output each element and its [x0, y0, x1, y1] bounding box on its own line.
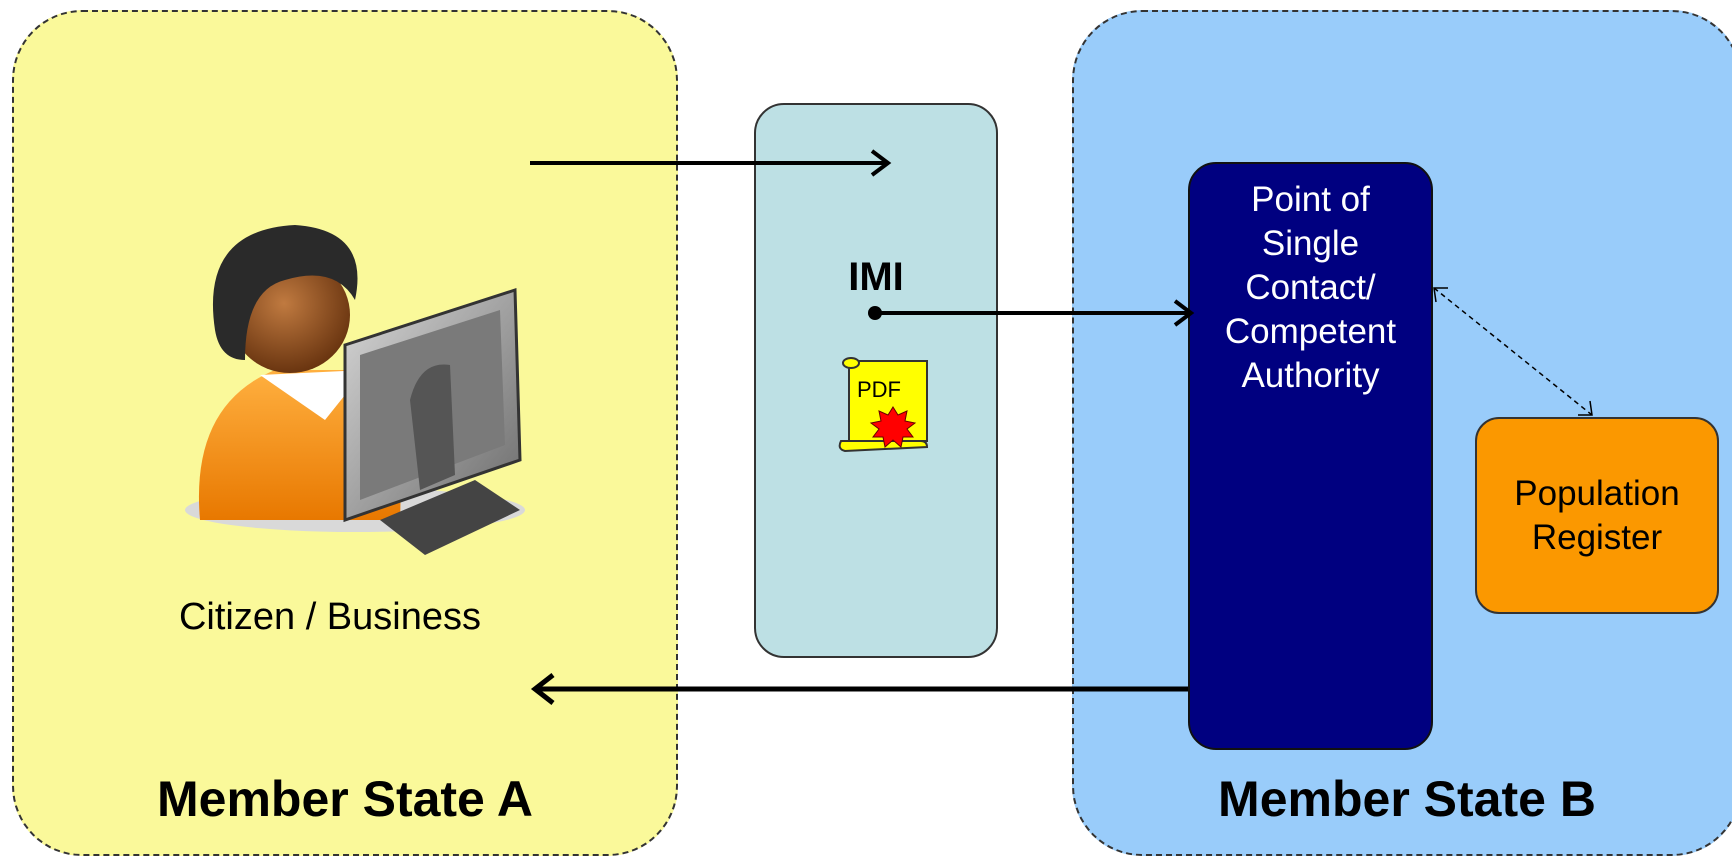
point-of-single-contact-box: Point of Single Contact/ Competent Autho…	[1188, 162, 1433, 750]
member-state-b-title: Member State B	[1218, 771, 1596, 827]
psc-line-2: Single	[1261, 224, 1360, 263]
dashed-link-head-psc	[1433, 287, 1448, 303]
psc-line-5: Authority	[1241, 356, 1380, 395]
population-register-line-2: Register	[1531, 517, 1663, 557]
population-register-box: Population Register	[1475, 417, 1719, 614]
pdf-scroll-icon: PDF	[838, 357, 929, 453]
dashed-link-psc-population-register	[1433, 287, 1593, 416]
person-at-computer-icon	[185, 225, 525, 555]
arrow-imi-to-psc-head	[1173, 299, 1195, 327]
pdf-label: PDF	[857, 377, 901, 402]
psc-line-3: Contact/	[1245, 268, 1376, 307]
psc-line-1: Point of	[1251, 180, 1370, 219]
citizen-business-label: Citizen / Business	[178, 596, 481, 638]
dashed-link-head-register	[1578, 400, 1593, 416]
arrow-psc-to-citizen-head	[530, 673, 555, 705]
member-state-a-title: Member State A	[156, 771, 534, 827]
psc-line-4: Competent	[1224, 312, 1397, 351]
population-register-line-1: Population	[1514, 473, 1680, 513]
arrow-citizen-to-imi-head	[870, 149, 892, 177]
imi-label: IMI	[848, 255, 904, 299]
